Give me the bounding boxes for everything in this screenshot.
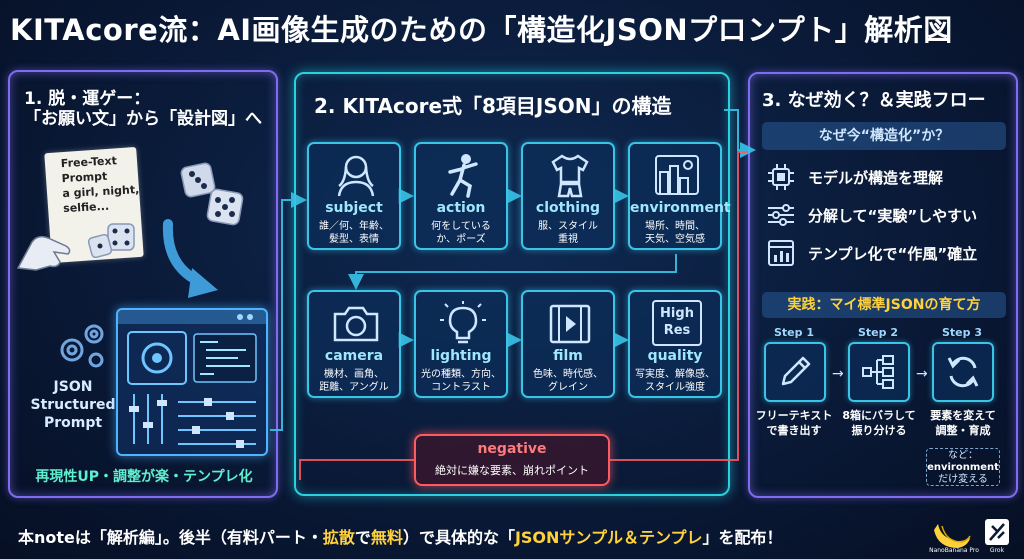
arrow-right-icon: →	[832, 366, 844, 382]
dice-icon	[206, 188, 244, 226]
json-window-illustration	[116, 308, 268, 456]
step-desc: フリーテキスト で書き出す	[755, 409, 833, 437]
card-desc: 服、スタイル 重視	[538, 221, 598, 245]
cityscape-icon	[655, 155, 699, 195]
negative-name: negative	[477, 441, 547, 457]
grok-label: Grok	[989, 547, 1005, 554]
card-lighting: lighting 光の種類、方向、 コントラスト	[414, 290, 508, 398]
nanobanana-label: NanoBanana Pro	[929, 547, 979, 554]
practice-heading: 実践：マイ標準JSONの育て方	[762, 292, 1006, 318]
json-structured-label: JSON Structured Prompt	[24, 378, 122, 432]
why-structured-heading: なぜ今“構造化”か？	[762, 122, 1006, 150]
footer-part: で	[354, 528, 371, 547]
footer-text: 本noteは「解析編」。後半（有料パート・拡散で無料）で具体的な「JSONサンプ…	[18, 524, 782, 548]
footer-highlight: 無料	[370, 528, 403, 547]
refresh-icon	[947, 356, 979, 388]
card-desc: 色味、時代感、 グレイン	[533, 369, 603, 393]
footer-highlight: JSONサンプル＆テンプレ	[514, 528, 703, 547]
note-line-2: environment	[927, 462, 999, 473]
tree-split-icon	[862, 355, 894, 389]
hand-icon	[16, 235, 71, 271]
card-name: subject	[325, 200, 383, 216]
reason-text: モデルが構造を理解	[808, 169, 944, 187]
reason-text: テンプレ化で“作風”確立	[808, 245, 978, 263]
card-name: quality	[647, 348, 703, 364]
note-line-3: だけ変える	[938, 474, 988, 485]
negative-desc: 絶対に嫌な要素、崩れポイント	[435, 464, 589, 477]
running-figure-icon	[448, 154, 478, 198]
curved-arrow-icon	[162, 219, 218, 298]
card-name: clothing	[535, 200, 601, 216]
chip-icon	[768, 164, 794, 190]
footer-part: ）で具体的な「	[402, 528, 515, 547]
reason-item: モデルが構造を理解	[766, 162, 1016, 192]
card-camera: camera 機材、画角、 距離、アングル	[307, 290, 401, 398]
lightbulb-icon	[440, 301, 486, 344]
card-quality: High Res quality 写実度、解像感、 スタイル強度	[628, 290, 722, 398]
card-clothing: clothing 服、スタイル 重視	[521, 142, 615, 250]
right-title: 3. なぜ効く？＆実践フロー	[762, 90, 986, 111]
card-name: lighting	[430, 348, 492, 364]
reason-text: 分解して“実験”しやすい	[808, 207, 978, 225]
card-name: environment	[630, 200, 731, 216]
chart-window-icon	[768, 240, 794, 266]
footer-highlight: 拡散	[322, 528, 355, 547]
window-contents-icon	[118, 310, 266, 448]
step-label: Step 2	[858, 326, 898, 339]
high-res-icon: High Res	[652, 300, 702, 346]
card-desc: 場所、時間、 天気、空気感	[645, 221, 705, 245]
step-desc: 8箱にバラして 振り分ける	[842, 409, 916, 437]
step-3-box	[932, 342, 994, 402]
footer-part: 」を配布！	[702, 528, 783, 547]
card-environment: environment 場所、時間、 天気、空気感	[628, 142, 731, 250]
step-2-box	[848, 342, 910, 402]
step-desc: 要素を変えて 調整・育成	[930, 409, 996, 437]
middle-panel	[294, 72, 730, 496]
footer-part: 本noteは「解析編」。後半（有料パート・	[18, 528, 323, 547]
step-label: Step 1	[774, 326, 814, 339]
step-label: Step 3	[942, 326, 982, 339]
card-action: action 何をしている か、ポーズ	[414, 142, 508, 250]
card-name: film	[553, 348, 583, 364]
person-icon	[337, 155, 375, 197]
paper-text: Free-Text Prompt a girl, night, selfie..…	[60, 154, 140, 216]
page-title: KITAcore流：AI画像生成のための「構造化JSONプロンプト」解析図	[10, 13, 953, 47]
camera-icon	[333, 306, 379, 342]
card-subject: subject 誰／何、年齢、 髪型、表情	[307, 142, 401, 250]
json-label-text: JSON Structured Prompt	[30, 379, 116, 431]
example-note: など： environment だけ変える	[926, 448, 1000, 486]
dice-icon	[88, 234, 112, 258]
tshirt-icon	[551, 154, 589, 198]
card-film: film 色味、時代感、 グレイン	[521, 290, 615, 398]
reason-item: 分解して“実験”しやすい	[766, 200, 1016, 230]
card-name: action	[436, 200, 486, 216]
card-desc: 写実度、解像感、 スタイル強度	[635, 369, 715, 393]
note-line-1: など：	[948, 450, 978, 461]
right-panel	[748, 72, 1018, 498]
banana-logo-icon	[934, 524, 971, 548]
card-desc: 誰／何、年齢、 髪型、表情	[319, 221, 389, 245]
card-name: camera	[324, 348, 384, 364]
card-desc: 機材、画角、 距離、アングル	[319, 369, 389, 393]
dice-icon	[180, 162, 216, 198]
sliders-icon	[768, 204, 794, 226]
step-1-box	[764, 342, 826, 402]
card-negative: negative 絶対に嫌な要素、崩れポイント	[414, 434, 610, 486]
arrow-right-icon: →	[916, 366, 928, 382]
film-icon	[549, 304, 591, 344]
left-benefits-text: 再現性UP・調整が楽・テンプレ化	[35, 469, 253, 485]
left-title-line2: 「お願い文」から「設計図」へ	[24, 109, 262, 129]
pencil-icon	[781, 356, 811, 386]
grok-logo-icon	[985, 519, 1009, 545]
gears-icon	[60, 324, 104, 368]
card-desc: 光の種類、方向、 コントラスト	[421, 369, 501, 393]
card-desc: 何をしている か、ポーズ	[431, 221, 491, 245]
middle-title: 2. KITAcore式「8項目JSON」の構造	[314, 94, 672, 118]
reason-item: テンプレ化で“作風”確立	[766, 238, 1016, 268]
left-title-line1: 1. 脱・運ゲー：	[24, 89, 151, 109]
